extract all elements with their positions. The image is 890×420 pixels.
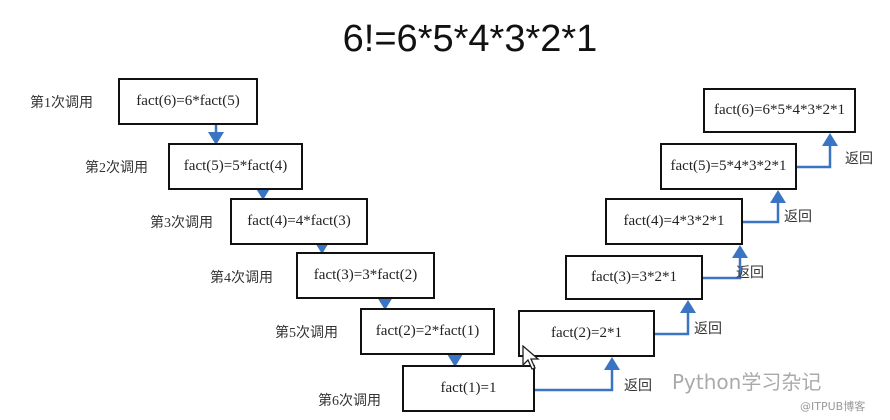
call-box-3: fact(4)=4*fact(3) — [230, 198, 368, 245]
call-label-4: 第4次调用 — [210, 271, 273, 286]
return-label-1: 返回 — [624, 379, 652, 394]
return-label-3: 返回 — [736, 266, 764, 281]
diagram-title: 6!=6*5*4*3*2*1 — [342, 18, 598, 60]
watermark-source: @ITPUB博客 — [800, 400, 866, 413]
call-label-2: 第2次调用 — [85, 161, 148, 176]
return-box-2: fact(3)=3*2*1 — [565, 255, 703, 300]
return-arrow-5 — [797, 142, 832, 169]
mouse-cursor-icon — [522, 345, 540, 370]
return-label-5: 返回 — [845, 152, 873, 167]
return-box-3: fact(4)=4*3*2*1 — [605, 198, 743, 245]
call-box-2: fact(5)=5*fact(4) — [168, 143, 303, 190]
call-label-1: 第1次调用 — [30, 96, 93, 111]
call-label-3: 第3次调用 — [150, 216, 213, 231]
call-box-5: fact(2)=2*fact(1) — [360, 308, 495, 355]
call-box-4: fact(3)=3*fact(2) — [296, 252, 435, 299]
return-label-2: 返回 — [694, 322, 722, 337]
call-label-6: 第6次调用 — [318, 394, 381, 409]
return-label-4: 返回 — [784, 210, 812, 225]
call-box-1: fact(6)=6*fact(5) — [118, 78, 258, 125]
return-box-4: fact(5)=5*4*3*2*1 — [660, 143, 797, 190]
return-box-1: fact(2)=2*1 — [518, 310, 655, 357]
return-box-5: fact(6)=6*5*4*3*2*1 — [703, 88, 856, 133]
call-label-5: 第5次调用 — [275, 326, 338, 341]
watermark-text: Python学习杂记 — [672, 370, 822, 394]
call-box-6: fact(1)=1 — [402, 365, 535, 412]
return-arrow-3 — [703, 254, 742, 280]
return-arrow-4 — [743, 199, 780, 224]
return-arrow-2 — [655, 309, 690, 336]
return-arrow-1 — [535, 366, 614, 392]
